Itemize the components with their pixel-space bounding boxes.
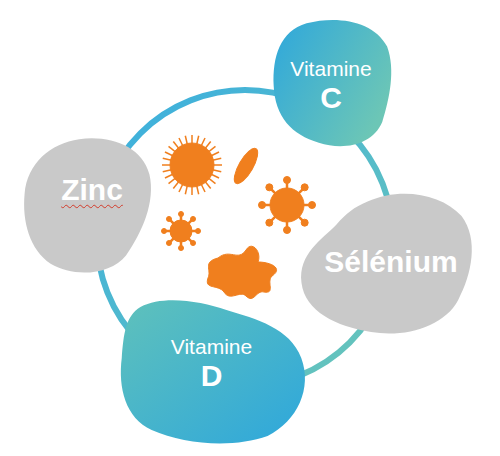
spike-knob <box>179 246 184 251</box>
blob-outline <box>121 300 305 443</box>
spike-knob <box>162 229 167 234</box>
spike-knob <box>166 241 171 246</box>
spike-knob <box>266 184 273 191</box>
bacillus <box>230 145 262 187</box>
microbe-body <box>270 188 304 222</box>
nutrient-name: Sélénium <box>324 245 457 280</box>
spike-knob <box>301 219 308 226</box>
spike-knob <box>301 184 308 191</box>
spike-knob <box>284 177 291 184</box>
spike-knob <box>284 227 291 234</box>
blob-outline <box>301 194 472 334</box>
nutrient-blob: Sélénium <box>298 190 472 335</box>
spike-knob <box>196 229 201 234</box>
nutrient-blob: VitamineC <box>270 18 392 148</box>
amoeba <box>207 246 276 298</box>
microbes <box>162 135 316 298</box>
spike-knob <box>266 219 273 226</box>
spike-knob <box>309 202 316 209</box>
nutrient-name: D <box>201 359 223 394</box>
small-virus <box>162 212 201 251</box>
spiky-microbe <box>162 135 222 195</box>
blob-outline <box>274 20 392 146</box>
nutrient-blob: Zinc <box>22 135 152 275</box>
virus <box>259 177 316 234</box>
spike-knob <box>259 202 266 209</box>
spike-knob <box>191 241 196 246</box>
nutrient-blob: VitamineD <box>118 295 305 445</box>
blob-outline <box>24 138 151 272</box>
nutrient-name: Zinc <box>61 173 123 208</box>
microbe-body <box>170 220 192 242</box>
nutrient-label: Vitamine <box>290 57 371 81</box>
spike-knob <box>191 216 196 221</box>
nutrient-label: Vitamine <box>171 335 252 359</box>
nutrient-name: C <box>320 81 342 116</box>
spike-knob <box>179 212 184 217</box>
microbe-body <box>170 143 214 187</box>
spike-knob <box>166 216 171 221</box>
